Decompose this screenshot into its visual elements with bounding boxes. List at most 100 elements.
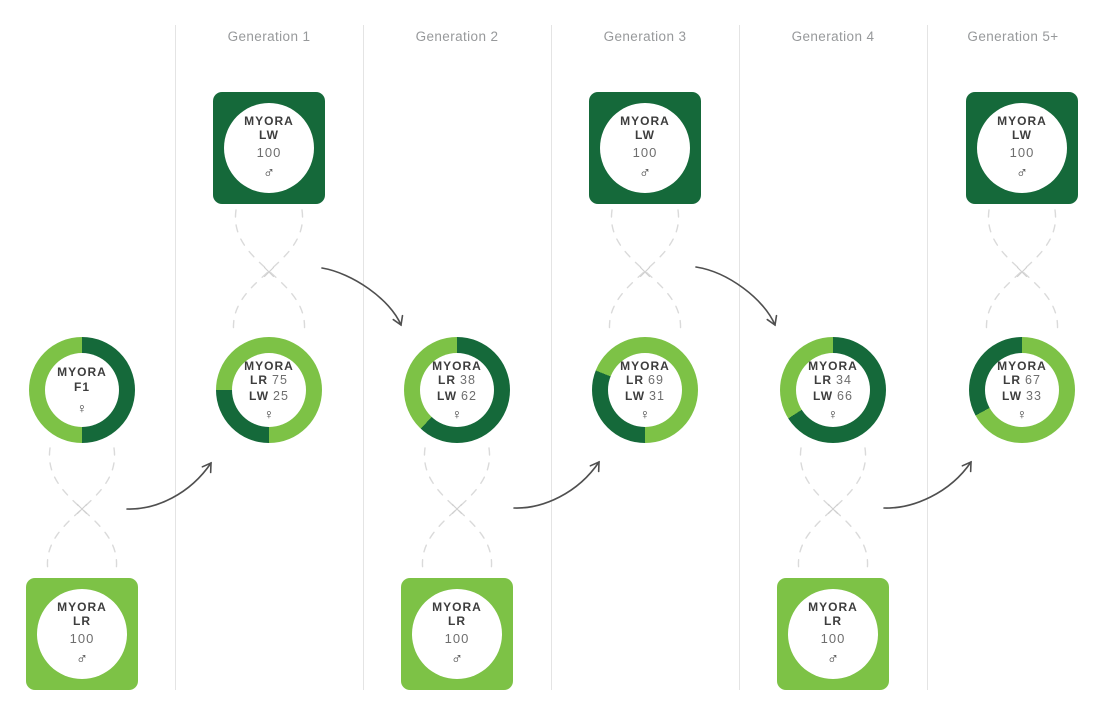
lr-percent-row: LR 75	[250, 373, 288, 389]
square-start-lr-boar: MYORA LR 100 ♂	[26, 578, 138, 690]
female-icon: ♀	[76, 399, 88, 416]
brand-label: MYORA	[244, 113, 294, 128]
brand-label: MYORA	[997, 113, 1047, 128]
donut-label-disc: MYORA F1 ♀	[45, 353, 119, 427]
generation-5-header: Generation 5+	[967, 29, 1059, 44]
lw-label: LW	[625, 388, 646, 403]
arrow-gen3-to-gen4	[695, 266, 778, 327]
cross-link-gen5	[985, 209, 1057, 335]
column-divider	[739, 25, 740, 690]
female-icon: ♀	[451, 406, 463, 423]
square-gen2-lr-boar: MYORA LR 100 ♂	[401, 578, 513, 690]
column-divider	[551, 25, 552, 690]
brand-label: MYORA	[244, 358, 294, 373]
breed-label: LW	[1012, 128, 1032, 143]
donut-gen2-sow: MYORA LR 38 LW 62 ♀	[404, 337, 510, 443]
generation-2-header: Generation 2	[415, 29, 499, 44]
square-label-disc: MYORA LW 100 ♂	[977, 103, 1067, 193]
cross-link-start	[48, 447, 118, 572]
donut-gen5-sow: MYORA LR 67 LW 33 ♀	[969, 337, 1075, 443]
cross-link-gen3	[608, 209, 680, 335]
lw-label: LW	[437, 388, 458, 403]
brand-label: MYORA	[57, 365, 107, 380]
lr-label: LR	[250, 373, 269, 388]
square-label-disc: MYORA LR 100 ♂	[37, 589, 127, 679]
male-icon: ♂	[639, 165, 651, 183]
lr-label: LR	[438, 373, 457, 388]
lr-percent-row: LR 69	[626, 373, 664, 389]
cross-link-gen1	[232, 209, 304, 335]
square-gen1-lw-boar: MYORA LW 100 ♂	[213, 92, 325, 204]
percent-value: 100	[820, 631, 846, 647]
lr-percent-row: LR 34	[814, 373, 852, 389]
square-gen5-lw-boar: MYORA LW 100 ♂	[966, 92, 1078, 204]
lw-label: LW	[1002, 388, 1023, 403]
cross-link-gen2	[421, 447, 491, 572]
donut-gen4-sow: MYORA LR 34 LW 66 ♀	[780, 337, 886, 443]
brand-label: MYORA	[432, 599, 482, 614]
cross-link-gen4	[797, 447, 867, 572]
brand-label: MYORA	[620, 358, 670, 373]
square-label-disc: MYORA LR 100 ♂	[788, 589, 878, 679]
generation-3-header: Generation 3	[603, 29, 687, 44]
male-icon: ♂	[451, 651, 463, 669]
donut-label-disc: MYORA LR 34 LW 66 ♀	[796, 353, 870, 427]
lw-percent-row: LW 31	[625, 389, 665, 405]
male-icon: ♂	[827, 651, 839, 669]
column-divider	[363, 25, 364, 690]
donut-label-disc: MYORA LR 67 LW 33 ♀	[985, 353, 1059, 427]
column-divider	[175, 25, 176, 690]
arrow-gen2-to-gen3	[513, 460, 600, 509]
lr-value: 38	[460, 373, 476, 388]
cross-link-gen5	[987, 209, 1059, 335]
brand-label: MYORA	[57, 599, 107, 614]
percent-value: 100	[632, 145, 658, 161]
donut-gen1-sow: MYORA LR 75 LW 25 ♀	[216, 337, 322, 443]
square-label-disc: MYORA LR 100 ♂	[412, 589, 502, 679]
square-label-disc: MYORA LW 100 ♂	[600, 103, 690, 193]
lr-label: LR	[1003, 373, 1022, 388]
male-icon: ♂	[76, 651, 88, 669]
lr-percent-row: LR 67	[1003, 373, 1041, 389]
lw-percent-row: LW 62	[437, 389, 477, 405]
percent-value: 100	[256, 145, 282, 161]
lw-value: 66	[837, 388, 853, 403]
lw-percent-row: LW 25	[249, 389, 289, 405]
breed-label: LW	[259, 128, 279, 143]
lr-value: 67	[1025, 373, 1041, 388]
lr-value: 75	[272, 373, 288, 388]
cross-link-gen2	[423, 447, 493, 572]
cross-link-gen3	[610, 209, 682, 335]
breed-label: LR	[448, 614, 466, 629]
brand-label: MYORA	[620, 113, 670, 128]
cross-x-icon	[827, 503, 839, 515]
generation-1-header: Generation 1	[227, 29, 311, 44]
breed-label: LR	[824, 614, 842, 629]
lr-label: LR	[814, 373, 833, 388]
square-label-disc: MYORA LW 100 ♂	[224, 103, 314, 193]
arrow-start-to-gen1	[126, 461, 212, 510]
female-icon: ♀	[1016, 406, 1028, 423]
male-icon: ♂	[263, 165, 275, 183]
donut-label-disc: MYORA LR 69 LW 31 ♀	[608, 353, 682, 427]
lw-percent-row: LW 33	[1002, 389, 1042, 405]
cross-x-icon	[263, 266, 275, 278]
cross-link-gen4	[799, 447, 869, 572]
square-gen3-lw-boar: MYORA LW 100 ♂	[589, 92, 701, 204]
breed-label: LW	[635, 128, 655, 143]
percent-value: 100	[69, 631, 95, 647]
brand-label: MYORA	[997, 358, 1047, 373]
donut-start-f1-sow: MYORA F1 ♀	[29, 337, 135, 443]
arrow-gen1-to-gen2	[321, 267, 404, 327]
cross-x-icon	[451, 503, 463, 515]
column-divider	[927, 25, 928, 690]
generation-4-header: Generation 4	[791, 29, 875, 44]
square-gen4-lr-boar: MYORA LR 100 ♂	[777, 578, 889, 690]
lw-value: 33	[1026, 388, 1042, 403]
lr-percent-row: LR 38	[438, 373, 476, 389]
cross-link-gen1	[234, 209, 306, 335]
lr-value: 69	[648, 373, 664, 388]
female-icon: ♀	[827, 406, 839, 423]
